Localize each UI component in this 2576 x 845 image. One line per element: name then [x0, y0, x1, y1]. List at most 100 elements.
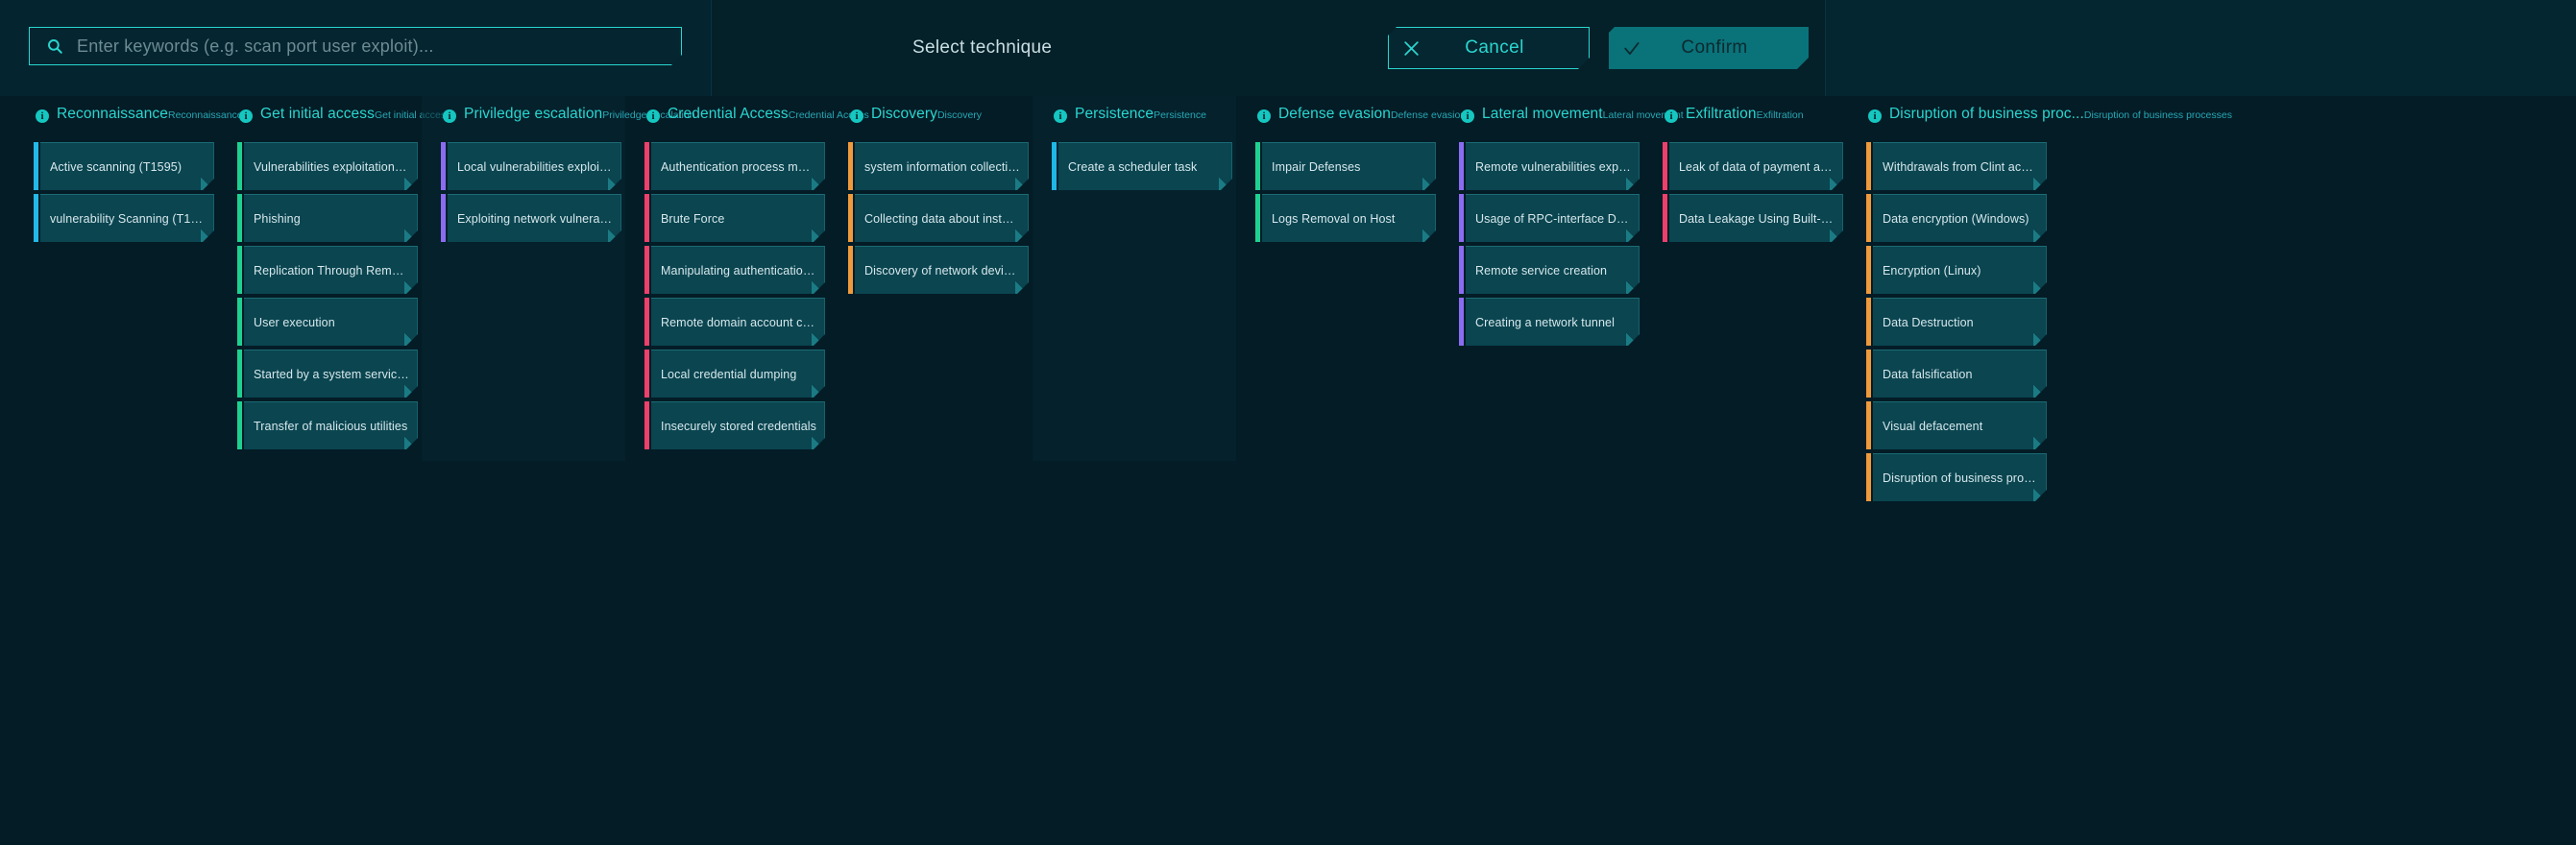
- technique-card[interactable]: Withdrawals from Clint accounts of...: [1866, 142, 2047, 190]
- technique-card-body[interactable]: Data Leakage Using Built-in OS Me...: [1669, 194, 1843, 242]
- technique-card[interactable]: Leak of data of payment accounts ...: [1663, 142, 1843, 190]
- technique-card-body[interactable]: Started by a system service or sch...: [244, 350, 418, 398]
- info-icon[interactable]: i: [1054, 109, 1067, 123]
- info-icon[interactable]: i: [1257, 109, 1271, 123]
- cancel-button[interactable]: Cancel: [1388, 27, 1590, 69]
- technique-card[interactable]: Data Destruction: [1866, 298, 2047, 346]
- technique-card[interactable]: Create a scheduler task: [1052, 142, 1232, 190]
- technique-card-body[interactable]: Replication Through Removable Me...: [244, 246, 418, 294]
- technique-card[interactable]: User execution: [237, 298, 418, 346]
- info-icon[interactable]: i: [36, 109, 49, 123]
- technique-card-body[interactable]: Encryption (Linux): [1873, 246, 2047, 294]
- technique-card[interactable]: Manipulating authentication tokens: [644, 246, 825, 294]
- technique-card[interactable]: Started by a system service or sch...: [237, 350, 418, 398]
- technique-card-body[interactable]: system information collecting: [855, 142, 1029, 190]
- technique-card[interactable]: Brute Force: [644, 194, 825, 242]
- technique-card-body[interactable]: Creating a network tunnel: [1466, 298, 1640, 346]
- technique-card-body[interactable]: Insecurely stored credentials: [651, 401, 825, 449]
- technique-card[interactable]: Transfer of malicious utilities: [237, 401, 418, 449]
- technique-card-body[interactable]: Leak of data of payment accounts ...: [1669, 142, 1843, 190]
- technique-card[interactable]: Collecting data about installed soft...: [848, 194, 1029, 242]
- info-icon[interactable]: i: [239, 109, 253, 123]
- search-box[interactable]: [29, 27, 682, 65]
- technique-card-body[interactable]: Data encryption (Windows): [1873, 194, 2047, 242]
- technique-card[interactable]: Data falsification: [1866, 350, 2047, 398]
- technique-card-body[interactable]: vulnerability Scanning (T1595.002): [40, 194, 214, 242]
- technique-card-body[interactable]: Usage of RPC-interface DCOM/WMI: [1466, 194, 1640, 242]
- technique-card-body[interactable]: Impair Defenses: [1262, 142, 1436, 190]
- technique-card-body[interactable]: Remote vulnerabilities exploitation: [1466, 142, 1640, 190]
- info-icon[interactable]: i: [1461, 109, 1474, 123]
- info-icon[interactable]: i: [443, 109, 456, 123]
- technique-card-body[interactable]: Logs Removal on Host: [1262, 194, 1436, 242]
- technique-card[interactable]: Insecurely stored credentials: [644, 401, 825, 449]
- technique-card-body[interactable]: Transfer of malicious utilities: [244, 401, 418, 449]
- info-icon[interactable]: i: [646, 109, 660, 123]
- technique-card-body[interactable]: Local credential dumping: [651, 350, 825, 398]
- technique-card[interactable]: Remote service creation: [1459, 246, 1640, 294]
- technique-card-body[interactable]: User execution: [244, 298, 418, 346]
- technique-card[interactable]: Impair Defenses: [1255, 142, 1436, 190]
- technique-card-body[interactable]: Withdrawals from Clint accounts of...: [1873, 142, 2047, 190]
- technique-card[interactable]: system information collecting: [848, 142, 1029, 190]
- technique-card-label: Data encryption (Windows): [1883, 211, 2029, 226]
- technique-card[interactable]: Phishing: [237, 194, 418, 242]
- search-input[interactable]: [77, 36, 681, 57]
- technique-accent-bar: [644, 298, 649, 346]
- technique-card-body[interactable]: Visual defacement: [1873, 401, 2047, 449]
- technique-card[interactable]: Creating a network tunnel: [1459, 298, 1640, 346]
- technique-card-body[interactable]: Discovery of network devices and s...: [855, 246, 1029, 294]
- technique-card[interactable]: Data Leakage Using Built-in OS Me...: [1663, 194, 1843, 242]
- technique-card-body[interactable]: Disruption of business processes: [1873, 453, 2047, 501]
- technique-card[interactable]: Visual defacement: [1866, 401, 2047, 449]
- technique-card[interactable]: Disruption of business processes: [1866, 453, 2047, 501]
- technique-card[interactable]: Vulnerabilities exploitation (T1190): [237, 142, 418, 190]
- technique-card-body[interactable]: Active scanning (T1595): [40, 142, 214, 190]
- technique-card[interactable]: Encryption (Linux): [1866, 246, 2047, 294]
- technique-card-body[interactable]: Brute Force: [651, 194, 825, 242]
- info-icon[interactable]: i: [850, 109, 863, 123]
- technique-list: Withdrawals from Clint accounts of... Dat…: [1866, 142, 2047, 505]
- info-icon[interactable]: i: [1665, 109, 1678, 123]
- technique-card-body[interactable]: Data Destruction: [1873, 298, 2047, 346]
- technique-card-body[interactable]: Exploiting network vulnerabilities: [448, 194, 621, 242]
- technique-card[interactable]: Remote domain account creadenti...: [644, 298, 825, 346]
- technique-card[interactable]: Data encryption (Windows): [1866, 194, 2047, 242]
- technique-card-body[interactable]: Collecting data about installed soft...: [855, 194, 1029, 242]
- technique-card-body[interactable]: Data falsification: [1873, 350, 2047, 398]
- technique-card-body[interactable]: Vulnerabilities exploitation (T1190): [244, 142, 418, 190]
- technique-card-body[interactable]: Manipulating authentication tokens: [651, 246, 825, 294]
- technique-accent-bar: [441, 194, 446, 242]
- technique-card-body[interactable]: Authentication process modification: [651, 142, 825, 190]
- technique-card[interactable]: Exploiting network vulnerabilities: [441, 194, 621, 242]
- technique-card[interactable]: Local credential dumping: [644, 350, 825, 398]
- technique-card-body[interactable]: Local vulnerabilities exploitation: [448, 142, 621, 190]
- technique-card[interactable]: Usage of RPC-interface DCOM/WMI: [1459, 194, 1640, 242]
- technique-card-body[interactable]: Remote domain account creadenti...: [651, 298, 825, 346]
- technique-card-body[interactable]: Remote service creation: [1466, 246, 1640, 294]
- technique-card[interactable]: Replication Through Removable Me...: [237, 246, 418, 294]
- technique-card-body[interactable]: Phishing: [244, 194, 418, 242]
- technique-accent-bar: [644, 194, 649, 242]
- technique-card[interactable]: Authentication process modification: [644, 142, 825, 190]
- technique-card[interactable]: Logs Removal on Host: [1255, 194, 1436, 242]
- info-icon[interactable]: i: [1868, 109, 1882, 123]
- confirm-button[interactable]: Confirm: [1609, 27, 1809, 69]
- technique-accent-bar: [237, 401, 242, 449]
- technique-card[interactable]: Local vulnerabilities exploitation: [441, 142, 621, 190]
- technique-card[interactable]: vulnerability Scanning (T1595.002): [34, 194, 214, 242]
- technique-card[interactable]: Remote vulnerabilities exploitation: [1459, 142, 1640, 190]
- technique-card[interactable]: Active scanning (T1595): [34, 142, 214, 190]
- technique-card-body[interactable]: Create a scheduler task: [1058, 142, 1232, 190]
- technique-card[interactable]: Discovery of network devices and s...: [848, 246, 1029, 294]
